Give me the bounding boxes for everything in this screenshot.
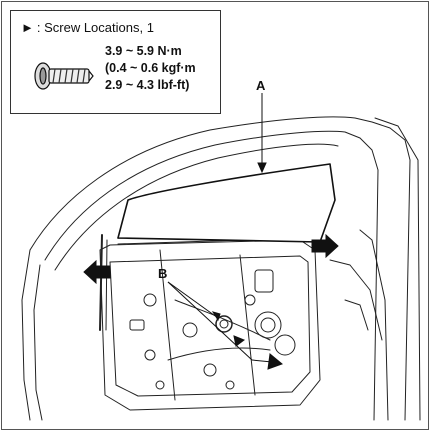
door-sash-inner bbox=[44, 130, 379, 421]
regulator-rail-right bbox=[239, 254, 256, 396]
torque-spec: 3.9 ~ 5.9 N·m (0.4 ~ 0.6 kgf·m 2.9 ~ 4.3… bbox=[105, 43, 196, 94]
inner-panel-2 bbox=[109, 255, 311, 397]
screw-location-b bbox=[215, 315, 233, 333]
panel-hole bbox=[182, 322, 198, 338]
legend-title-text: : Screw Locations, 1 bbox=[36, 20, 154, 35]
screw-marker bbox=[233, 335, 246, 347]
left-guide bbox=[99, 234, 103, 331]
regulator-motor bbox=[254, 311, 282, 339]
torque-line-kgf: (0.4 ~ 0.6 kgf·m bbox=[105, 61, 196, 75]
door-sash-outer bbox=[29, 116, 411, 421]
inner-panel bbox=[99, 239, 321, 411]
panel-hole bbox=[225, 380, 235, 390]
leader-b bbox=[167, 281, 219, 319]
body-contour bbox=[329, 259, 383, 341]
b-pillar-inner bbox=[359, 229, 389, 421]
callout-a: A bbox=[256, 78, 266, 93]
legend-box: ►: Screw Locations, 1 3.9 ~ 5.9 N·m (0.4… bbox=[10, 10, 221, 114]
torque-line-lbf: 2.9 ~ 4.3 lbf-ft) bbox=[105, 78, 190, 92]
removal-arrow-left bbox=[83, 259, 111, 285]
panel-slot bbox=[129, 319, 145, 331]
legend-title: ►: Screw Locations, 1 bbox=[21, 20, 154, 35]
door-left-edge bbox=[21, 249, 31, 421]
screw-icon bbox=[34, 62, 94, 90]
panel-slot bbox=[254, 269, 274, 293]
panel-hole bbox=[144, 349, 156, 361]
door-glass bbox=[117, 163, 336, 243]
body-contour-2 bbox=[344, 299, 369, 331]
panel-hole bbox=[203, 363, 217, 377]
torque-line-nm: 3.9 ~ 5.9 N·m bbox=[105, 44, 182, 58]
screw-marker-icon: ► bbox=[21, 20, 34, 35]
left-guide-2 bbox=[105, 239, 108, 331]
leader-a-arrowhead bbox=[257, 162, 267, 174]
regulator-rail-left bbox=[159, 249, 176, 401]
b-pillar bbox=[374, 117, 421, 421]
regulator-cable-2 bbox=[167, 347, 271, 361]
regulator-gear bbox=[274, 334, 296, 356]
screw-marker bbox=[267, 353, 283, 370]
door-sash-inner-2 bbox=[54, 143, 339, 271]
removal-arrow-right bbox=[311, 233, 339, 259]
panel-hole bbox=[244, 294, 256, 306]
panel-hole bbox=[155, 380, 165, 390]
callout-b: B bbox=[158, 266, 168, 281]
leader-b-2 bbox=[167, 281, 253, 361]
door-left-edge-inner bbox=[33, 264, 43, 421]
panel-hole bbox=[143, 293, 157, 307]
